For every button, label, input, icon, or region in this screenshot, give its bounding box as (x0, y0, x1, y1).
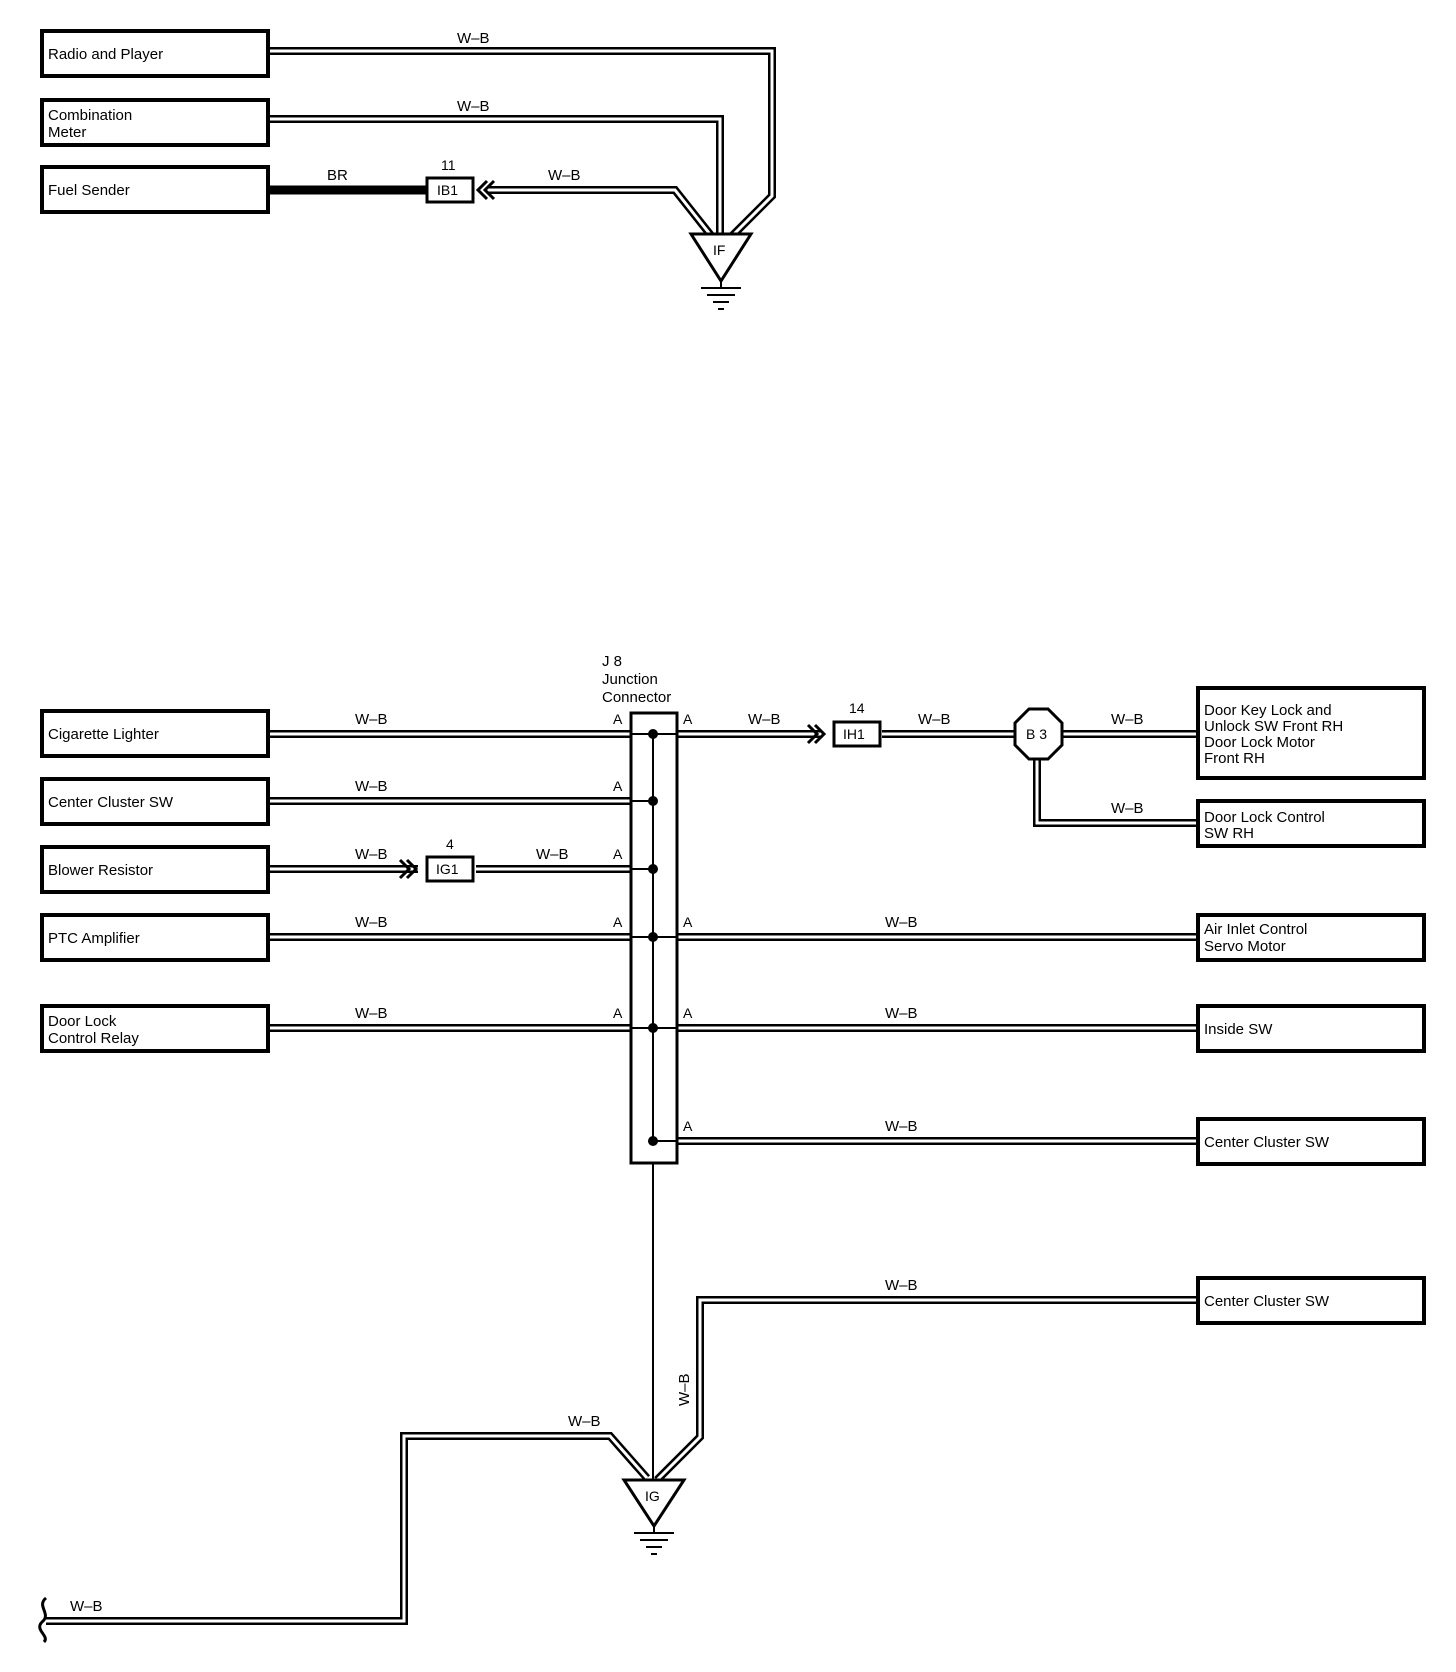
junction-title-3: Connector (602, 689, 671, 706)
door-lock-control-sw-label-2: SW RH (1204, 825, 1254, 842)
ground-if: IF (688, 232, 754, 310)
ig1-arrow-icon (398, 858, 419, 880)
fuel-sender-label: Fuel Sender (48, 182, 130, 199)
junction-connector-j8 (629, 711, 679, 1165)
wire-label-air-inlet: W–B (885, 914, 918, 931)
ib1-connector: IB1 (425, 176, 496, 204)
wire-label-radio: W–B (457, 30, 490, 47)
ptc-amplifier-label: PTC Amplifier (48, 930, 140, 947)
pin-a-out-top: A (683, 711, 693, 727)
door-lock-relay-label-1: Door Lock (48, 1013, 117, 1030)
connector-b3: B 3 (1013, 707, 1064, 761)
ih1-pin: 14 (849, 700, 865, 716)
wire-ib1-to-if (488, 186, 717, 241)
pin-a-air-inlet: A (683, 914, 693, 930)
wire-label-to-ih1: W–B (748, 711, 781, 728)
door-key-lock-label-4: Front RH (1204, 750, 1265, 767)
ih1-arrow-icon (806, 723, 827, 745)
blower-resistor-box (40, 845, 270, 894)
wire-break-icon (38, 1596, 48, 1644)
center-cluster-sw-right1-label: Center Cluster SW (1204, 1134, 1330, 1151)
pin-a-ptc: A (613, 914, 623, 930)
ptc-amplifier-box (40, 913, 270, 962)
inside-sw-box (1196, 1004, 1426, 1053)
door-key-lock-label-2: Unlock SW Front RH (1204, 718, 1343, 735)
fuel-sender-box (40, 165, 270, 214)
cigarette-lighter-label: Cigarette Lighter (48, 726, 159, 743)
door-key-lock-label-1: Door Key Lock and (1204, 702, 1332, 719)
pin-a-cluster: A (683, 1118, 693, 1134)
wire-label-b3-door-sw: W–B (1111, 800, 1144, 817)
center-cluster-sw-right2-box (1196, 1276, 1426, 1325)
ground-ig-label: IG (645, 1488, 660, 1504)
ib1-id: IB1 (437, 182, 458, 198)
wire-label-br: BR (327, 167, 348, 184)
door-key-lock-label-3: Door Lock Motor (1204, 734, 1315, 751)
wire-label-ptc: W–B (355, 914, 388, 931)
door-lock-control-sw-label-1: Door Lock Control (1204, 809, 1325, 826)
wire-label-ig-left: W–B (568, 1413, 601, 1430)
ig1-id: IG1 (436, 861, 459, 877)
ih1-id: IH1 (843, 726, 865, 742)
ground-ig: IG (621, 1478, 687, 1555)
center-cluster-sw-right2-label: Center Cluster SW (1204, 1293, 1330, 1310)
wire-b3-to-door-lock-sw (1033, 756, 1196, 827)
door-key-lock-box (1196, 686, 1426, 780)
cigarette-lighter-box (40, 709, 270, 758)
combination-meter-box (40, 98, 270, 147)
wire-label-vertical: W–B (676, 1373, 693, 1406)
pin-a-blower: A (613, 846, 623, 862)
center-cluster-sw-right1-box (1196, 1117, 1426, 1166)
air-inlet-control-box (1196, 913, 1426, 962)
ig1-connector: IG1 (398, 855, 475, 883)
wire-center-cluster-right2-to-ig (654, 1296, 1196, 1483)
ground-if-label: IF (713, 242, 725, 258)
pin-a-relay: A (613, 1005, 623, 1021)
blower-resistor-label: Blower Resistor (48, 862, 153, 879)
door-lock-control-sw-box (1196, 799, 1426, 848)
radio-player-box (40, 29, 270, 78)
center-cluster-sw-left-box (40, 777, 270, 826)
door-lock-relay-box (40, 1004, 270, 1053)
center-cluster-sw-left-label: Center Cluster SW (48, 794, 174, 811)
inside-sw-label: Inside SW (1204, 1021, 1273, 1038)
radio-player-label: Radio and Player (48, 46, 163, 63)
junction-title-1: J 8 (602, 653, 622, 670)
b3-label: B 3 (1026, 726, 1047, 742)
ig1-pin: 4 (446, 836, 454, 852)
wire-label-center-left: W–B (355, 778, 388, 795)
pin-a-cig: A (613, 711, 623, 727)
wire-label-cluster-r1: W–B (885, 1118, 918, 1135)
wire-label-bottom: W–B (70, 1598, 103, 1615)
pin-a-inside: A (683, 1005, 693, 1021)
ih1-connector: IH1 (806, 720, 882, 748)
pin-a-center: A (613, 778, 623, 794)
wire-label-fuel-wb: W–B (548, 167, 581, 184)
wire-label-blower-2: W–B (536, 846, 569, 863)
wire-left-to-ig (46, 1432, 651, 1625)
wire-radio-to-if (270, 47, 776, 244)
junction-title-2: Junction (602, 671, 658, 688)
ib1-arrow-icon (475, 179, 496, 201)
combination-meter-label-1: Combination (48, 107, 132, 124)
wire-label-cig: W–B (355, 711, 388, 728)
wire-label-ih1-b3: W–B (918, 711, 951, 728)
wire-label-combination: W–B (457, 98, 490, 115)
wire-label-inside: W–B (885, 1005, 918, 1022)
ib1-pin: 11 (441, 157, 456, 173)
wire-label-b3-door-key: W–B (1111, 711, 1144, 728)
wire-combination-to-if (270, 115, 724, 240)
wire-label-cluster-r2: W–B (885, 1277, 918, 1294)
air-inlet-control-label-2: Servo Motor (1204, 938, 1286, 955)
combination-meter-label-2: Meter (48, 124, 86, 141)
wire-label-blower-1: W–B (355, 846, 388, 863)
air-inlet-control-label-1: Air Inlet Control (1204, 921, 1307, 938)
door-lock-relay-label-2: Control Relay (48, 1030, 139, 1047)
wire-label-relay: W–B (355, 1005, 388, 1022)
